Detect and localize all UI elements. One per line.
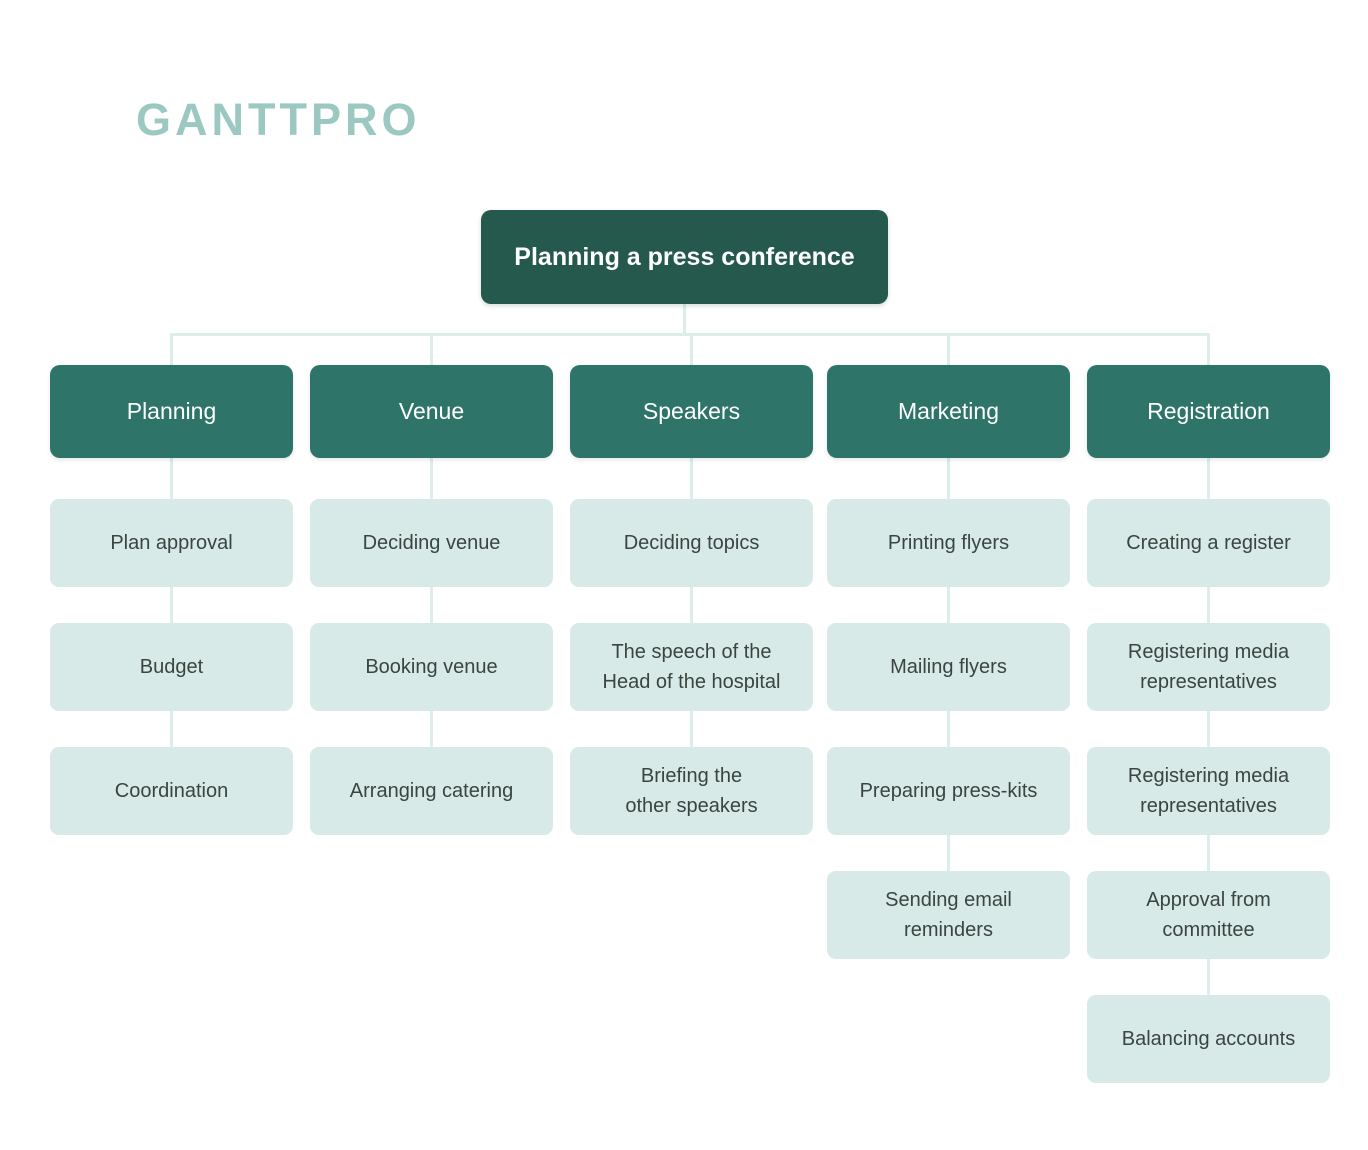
- task-node: Budget: [50, 623, 293, 711]
- category-node-venue: Venue: [310, 365, 553, 458]
- ganttpro-logo: GANTTPRO: [136, 94, 421, 145]
- task-node: Deciding venue: [310, 499, 553, 587]
- task-node: Arranging catering: [310, 747, 553, 835]
- root-node: Planning a press conference: [481, 210, 888, 304]
- task-node: Registering media representatives: [1087, 623, 1330, 711]
- task-node: Preparing press-kits: [827, 747, 1070, 835]
- category-node-speakers: Speakers: [570, 365, 813, 458]
- task-node: Registering media representatives: [1087, 747, 1330, 835]
- category-node-registration: Registration: [1087, 365, 1330, 458]
- task-node: Coordination: [50, 747, 293, 835]
- task-node: Balancing accounts: [1087, 995, 1330, 1083]
- task-node: Briefing the other speakers: [570, 747, 813, 835]
- task-node: Deciding topics: [570, 499, 813, 587]
- task-node: Booking venue: [310, 623, 553, 711]
- category-node-marketing: Marketing: [827, 365, 1070, 458]
- task-node: Creating a register: [1087, 499, 1330, 587]
- connector-root-stub: [683, 303, 686, 335]
- task-node: Mailing flyers: [827, 623, 1070, 711]
- task-node: The speech of the Head of the hospital: [570, 623, 813, 711]
- task-node: Approval from committee: [1087, 871, 1330, 959]
- task-node: Printing flyers: [827, 499, 1070, 587]
- category-node-planning: Planning: [50, 365, 293, 458]
- task-node: Sending email reminders: [827, 871, 1070, 959]
- task-node: Plan approval: [50, 499, 293, 587]
